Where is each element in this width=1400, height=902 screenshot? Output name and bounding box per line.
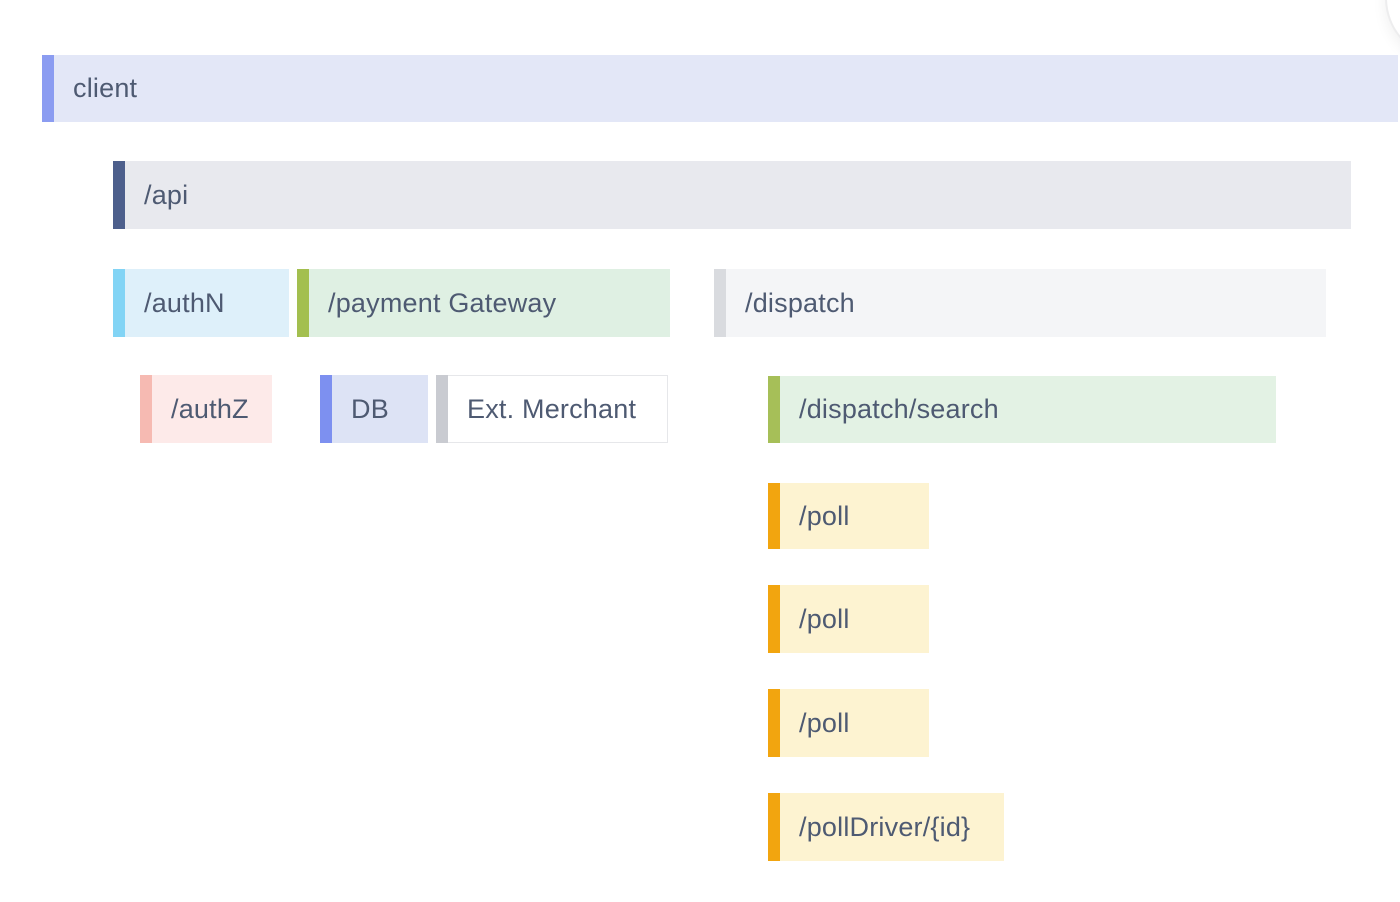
span-polldriver-id[interactable]: /pollDriver/{id} <box>768 793 1004 861</box>
span-label: /authN <box>144 287 225 318</box>
span-dispatch-search[interactable]: /dispatch/search <box>768 376 1276 443</box>
span-accent-bar <box>768 793 780 861</box>
span-label: /poll <box>799 603 850 634</box>
span-label: client <box>73 73 138 103</box>
span-poll-2[interactable]: /poll <box>768 585 929 653</box>
span-authz[interactable]: /authZ <box>140 375 272 443</box>
span-label: Ext. Merchant <box>467 393 637 424</box>
span-label: DB <box>351 393 389 424</box>
span-accent-bar <box>768 585 780 653</box>
span-label: /poll <box>799 500 850 531</box>
span-accent-bar <box>320 375 332 443</box>
span-dispatch[interactable]: /dispatch <box>714 269 1326 337</box>
span-label: /dispatch <box>745 287 855 318</box>
span-accent-bar <box>297 269 309 337</box>
span-authn[interactable]: /authN <box>113 269 289 337</box>
span-accent-bar <box>113 161 125 229</box>
span-label: /payment Gateway <box>328 287 557 318</box>
span-label: /pollDriver/{id} <box>799 811 971 842</box>
span-client[interactable]: client <box>42 55 1398 122</box>
corner-circle-decoration <box>1385 0 1400 60</box>
span-label: /dispatch/search <box>799 394 999 424</box>
span-poll-3[interactable]: /poll <box>768 689 929 757</box>
span-accent-bar <box>42 55 54 122</box>
span-db[interactable]: DB <box>320 375 428 443</box>
span-accent-bar <box>140 375 152 443</box>
span-accent-bar <box>768 689 780 757</box>
span-label: /api <box>144 179 189 210</box>
span-api[interactable]: /api <box>113 161 1351 229</box>
span-accent-bar <box>714 269 726 337</box>
span-label: /authZ <box>171 393 249 424</box>
span-payment-gateway[interactable]: /payment Gateway <box>297 269 670 337</box>
span-accent-bar <box>768 483 780 549</box>
span-ext-merchant[interactable]: Ext. Merchant <box>436 375 668 443</box>
span-poll-1[interactable]: /poll <box>768 483 929 549</box>
span-label: /poll <box>799 707 850 738</box>
span-accent-bar <box>768 376 780 443</box>
span-accent-bar <box>436 375 448 443</box>
span-accent-bar <box>113 269 125 337</box>
